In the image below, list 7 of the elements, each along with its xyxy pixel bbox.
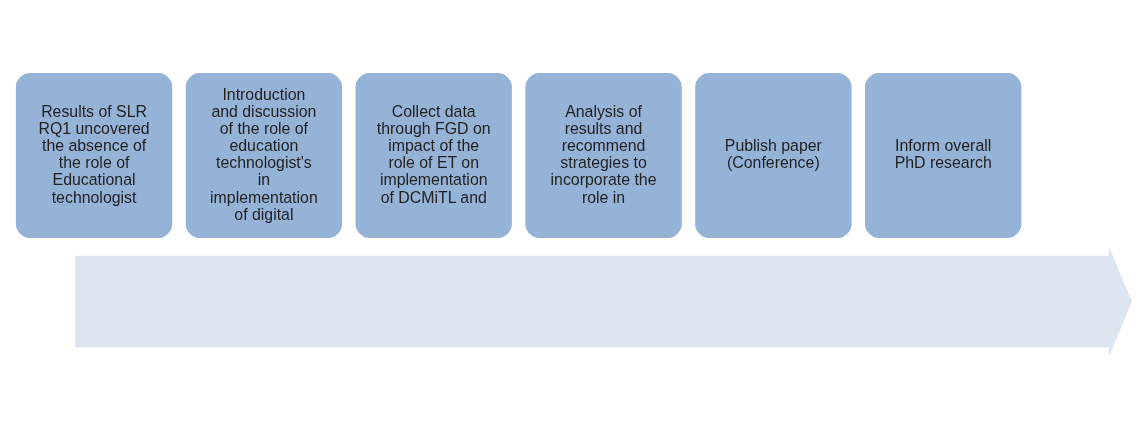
node-box: Analysis of results and recommend strategies to incorporate the role in (522, 70, 685, 241)
node-box: Inform overall PhD research (862, 70, 1024, 241)
node-box: Introduction and discussion of the role of education technologist's in implementation of digital (183, 70, 345, 241)
node-box: Collect data through FGD on impact of the role of ET on implementation of DCMiTL and (353, 70, 515, 241)
node-box: Results of SLR RQ1 uncovered the absence of the role of Educational technologist (13, 70, 175, 241)
node-box: Publish paper (Conference) (692, 70, 854, 241)
node-arrow (75, 248, 1132, 355)
